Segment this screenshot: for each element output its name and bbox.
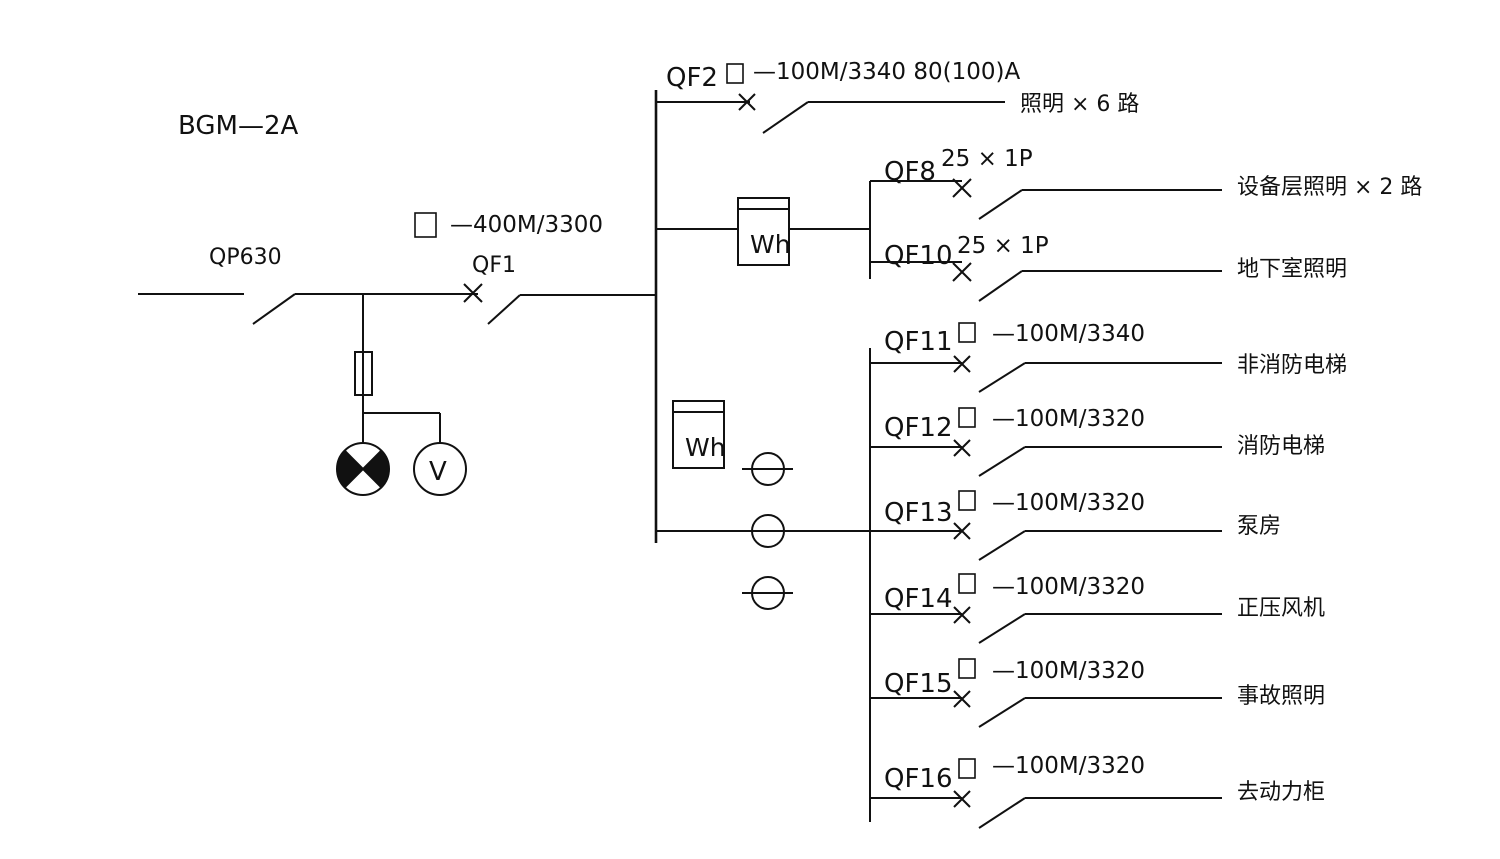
feeder-circuit-qf13 — [870, 490, 1222, 561]
qf13-label: QF13 — [884, 498, 953, 528]
qf2-spec: —100M/3340 80(100)A — [753, 59, 1020, 85]
energy-meter-icon-2 — [672, 400, 725, 469]
feeder-circuit-qf14 — [870, 573, 1222, 644]
qf2-spec-box — [726, 63, 744, 84]
measurement-branch — [336, 294, 467, 496]
qf11-label: QF11 — [884, 327, 953, 357]
energy-meter-label-2: Wh — [685, 433, 726, 462]
feeder-circuit-qf12 — [870, 407, 1222, 477]
qf8-label: QF8 — [884, 157, 936, 187]
qf1-label: QF1 — [472, 253, 516, 278]
qf12-spec: —100M/3320 — [992, 406, 1145, 432]
qf14-circuit: 正压风机 — [1237, 596, 1325, 621]
qf11-circuit: 非消防电梯 — [1237, 353, 1347, 378]
qf13-circuit: 泵房 — [1237, 514, 1281, 539]
qf11-spec: —100M/3340 — [992, 321, 1145, 347]
qf8-spec: 25 × 1P — [941, 146, 1033, 172]
indicator-lamp-icon — [336, 442, 390, 496]
qf16-spec-box — [958, 758, 976, 779]
qf1-spec: —400M/3300 — [450, 212, 603, 238]
qf16-spec: —100M/3320 — [992, 753, 1145, 779]
power-branch — [656, 348, 871, 822]
qf13-spec: —100M/3320 — [992, 490, 1145, 516]
voltmeter-label: V — [429, 457, 447, 487]
qf11-spec-box — [958, 322, 976, 343]
feeder-circuit-qf16 — [870, 758, 1222, 829]
feeder-circuit-qf11 — [870, 322, 1222, 393]
qf2-label: QF2 — [666, 63, 718, 93]
qf10-circuit: 地下室照明 — [1237, 257, 1347, 282]
voltmeter-icon — [413, 442, 467, 496]
qf12-circuit: 消防电梯 — [1237, 434, 1325, 459]
qf2-circuit: 照明 × 6 路 — [1020, 92, 1139, 117]
qf15-spec: —100M/3320 — [992, 658, 1145, 684]
panel-title: BGM—2A — [178, 111, 299, 141]
qp630-label: QP630 — [209, 245, 282, 270]
circuit-qf8 — [870, 178, 1222, 220]
qf1-spec-box — [414, 212, 437, 238]
qf15-spec-box — [958, 658, 976, 679]
qf10-label: QF10 — [884, 241, 953, 271]
qf14-spec-box — [958, 573, 976, 594]
qf16-circuit: 去动力柜 — [1237, 780, 1325, 805]
energy-meter-label-1: Wh — [750, 230, 791, 259]
qf14-label: QF14 — [884, 584, 953, 614]
qf8-circuit: 设备层照明 × 2 路 — [1237, 175, 1422, 200]
qf12-spec-box — [958, 407, 976, 428]
circuit-qf10 — [870, 261, 1222, 302]
energy-meter-icon-1 — [737, 197, 790, 266]
qf16-label: QF16 — [884, 764, 953, 794]
qf15-circuit: 事故照明 — [1237, 684, 1325, 709]
qf2-branch — [656, 63, 1005, 134]
sub-lighting-circuits — [870, 178, 1222, 302]
incoming-line — [138, 283, 656, 325]
qp630-switch-blade — [252, 293, 296, 325]
qf14-spec: —100M/3320 — [992, 574, 1145, 600]
qf10-spec: 25 × 1P — [957, 233, 1049, 259]
qf13-spec-box — [958, 490, 976, 511]
qf12-label: QF12 — [884, 413, 953, 443]
qf15-label: QF15 — [884, 669, 953, 699]
feeder-circuit-qf15 — [870, 658, 1222, 728]
